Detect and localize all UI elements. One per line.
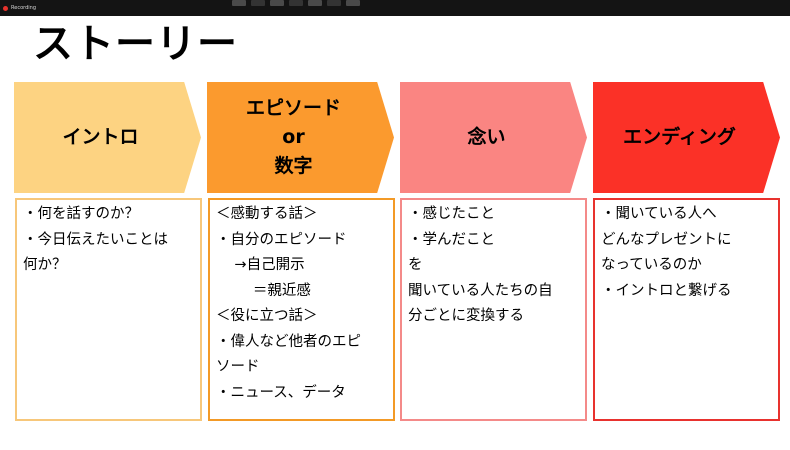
stage-label: イントロ <box>62 126 139 148</box>
stage-chevron-feelings: 念い <box>400 82 587 193</box>
bullet-line: ソード <box>216 359 260 375</box>
stage-chevron-episode: エピソード or 数字 <box>207 82 394 193</box>
bullet-line: ＝親近感 <box>216 282 311 299</box>
bullet-line: ・聞いている人へ <box>601 206 717 222</box>
bullet-line: 聞いている人たちの自 <box>408 282 553 299</box>
stage-box-episode: ＜感動する話＞ ・自分のエピソード →自己開示 ＝親近感 ＜役に立つ話＞ ・偉人… <box>208 198 395 421</box>
stage-box-feelings: ・感じたこと ・学んだこと を 聞いている人たちの自 分ごとに変換する <box>400 198 587 421</box>
bullet-line: ・イントロと繋げる <box>601 282 732 299</box>
participant-thumbnail[interactable] <box>232 0 246 6</box>
bullet-line: ・偉人など他者のエピ <box>216 333 361 350</box>
bullet-line: なっているのか <box>601 257 702 273</box>
participant-thumbnails <box>232 0 360 6</box>
bullet-line: ・学んだこと <box>408 231 495 248</box>
bullet-line: ・何を話すのか？ <box>23 206 139 222</box>
recording-label: Recording <box>11 5 37 11</box>
bullet-line: ・ニュース、データ <box>216 384 346 401</box>
stage-label: 念い <box>467 126 506 148</box>
participant-thumbnail[interactable] <box>270 0 284 6</box>
stage-box-ending: ・聞いている人へ どんなプレゼントに なっているのか ・イントロと繋げる <box>593 198 780 421</box>
bullet-line: 分ごとに変換する <box>408 308 524 324</box>
bullet-line: ・今日伝えたいことは <box>23 231 168 248</box>
stage-label: エンディング <box>623 126 736 148</box>
participant-thumbnail[interactable] <box>327 0 341 6</box>
participant-thumbnail[interactable] <box>289 0 303 6</box>
screen-share-top-bar: Recording <box>0 0 790 16</box>
recording-indicator: Recording <box>3 3 36 13</box>
bullet-line: ＜感動する話＞ <box>216 206 318 222</box>
stage-box-intro: ・何を話すのか？ ・今日伝えたいことは 何か？ <box>15 198 202 421</box>
recording-dot-icon <box>3 5 8 11</box>
stage-chevron-intro: イントロ <box>14 82 201 193</box>
stage-chevron-ending: エンディング <box>593 82 780 193</box>
participant-thumbnail[interactable] <box>251 0 265 6</box>
bullet-line: どんなプレゼントに <box>601 231 732 248</box>
bullet-line: を <box>408 257 423 273</box>
participant-thumbnail[interactable] <box>308 0 322 6</box>
stage-label: エピソード or 数字 <box>245 97 341 177</box>
bullet-line: ・自分のエピソード <box>216 231 347 248</box>
slide-title: ストーリー <box>33 21 238 67</box>
bullet-line: →自己開示 <box>216 257 305 273</box>
bullet-line: ・感じたこと <box>408 206 495 222</box>
bullet-line: 何か？ <box>23 257 67 273</box>
participant-thumbnail[interactable] <box>346 0 360 6</box>
bullet-line: ＜役に立つ話＞ <box>216 308 318 324</box>
